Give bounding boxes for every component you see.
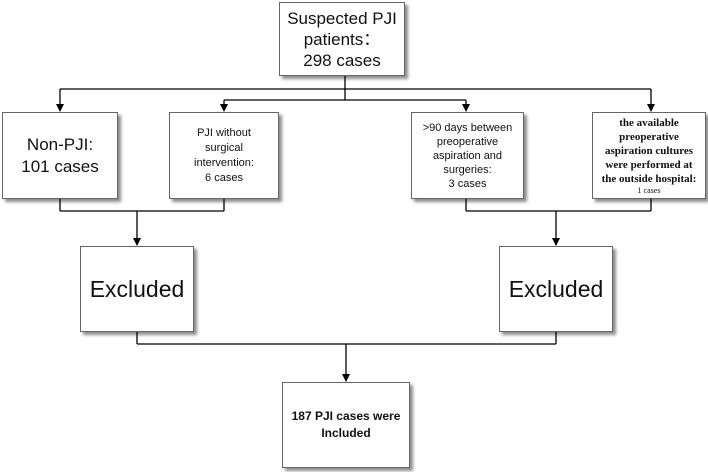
non-pji-box: Non-PJI: 101 cases (2, 112, 118, 199)
outside-hospital-box: the available preoperative aspiration cu… (592, 112, 706, 199)
outside-hospital-text: the available preoperative aspiration cu… (601, 116, 697, 185)
non-pji-text: Non-PJI: 101 cases (21, 134, 99, 176)
included-text: 187 PJI cases were Included (291, 409, 401, 440)
excluded-right-text: Excluded (508, 276, 604, 302)
included-box: 187 PJI cases were Included (282, 382, 410, 468)
over-90-days-box: >90 days between preoperative aspiration… (411, 112, 524, 199)
over-90-days-text: >90 days between preoperative aspiration… (422, 121, 513, 190)
excluded-left-box: Excluded (80, 246, 194, 332)
no-surgery-text: PJI without surgical intervention: 6 cas… (194, 126, 254, 184)
no-surgery-box: PJI without surgical intervention: 6 cas… (169, 112, 279, 199)
excluded-left-text: Excluded (89, 276, 185, 302)
suspected-pji-text: Suspected PJI patients： 298 cases (287, 8, 397, 70)
excluded-right-box: Excluded (499, 246, 613, 332)
outside-hospital-count: 1 cases (637, 185, 661, 195)
suspected-pji-box: Suspected PJI patients： 298 cases (279, 2, 405, 76)
